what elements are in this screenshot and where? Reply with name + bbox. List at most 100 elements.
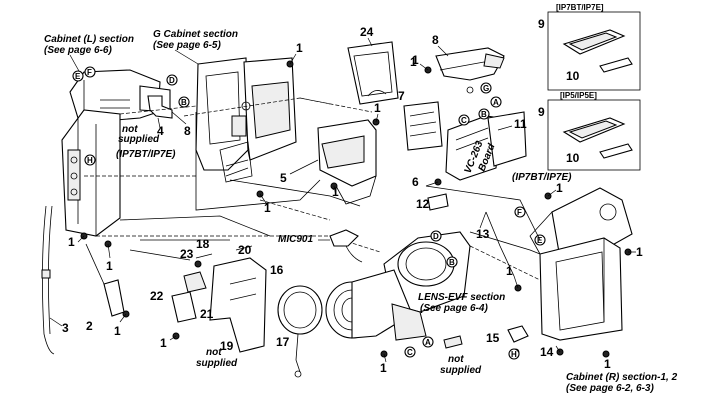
part-17-lens-cap <box>277 285 323 378</box>
ref-1-e: 1 <box>264 201 271 215</box>
ref-1-f: 1 <box>68 235 75 249</box>
ref-17: 17 <box>276 335 290 349</box>
svg-text:H: H <box>87 156 93 165</box>
not-supplied-c-1: not <box>448 354 464 365</box>
circle-markers: E F D B H G A B C F E D C A H B <box>72 66 546 360</box>
part-5-bracket <box>289 119 377 205</box>
ref-10-a: 10 <box>566 69 580 83</box>
ref-22: 22 <box>150 289 164 303</box>
ref-1-a: 1 <box>296 41 303 55</box>
lens-evf-part <box>325 231 471 341</box>
part-2-bracket <box>103 279 125 317</box>
ref-15: 15 <box>486 331 500 345</box>
not-supplied-c-2: supplied <box>440 365 482 376</box>
ref-5: 5 <box>280 171 287 185</box>
not-supplied-a-1: not <box>122 124 138 135</box>
ref-13: 13 <box>476 227 490 241</box>
marker-f-2: F <box>514 206 526 218</box>
ref-2: 2 <box>86 319 93 333</box>
marker-f-1: F <box>84 66 96 78</box>
marker-d-1: D <box>166 74 178 86</box>
ref-1-j: 1 <box>380 361 387 375</box>
ref-8-small: 8 <box>184 124 191 138</box>
svg-text:E: E <box>75 72 81 81</box>
marker-g-1: G <box>480 82 492 94</box>
svg-text:A: A <box>425 338 431 347</box>
ref-1-b: 1 <box>374 101 381 115</box>
ref-11: 11 <box>514 117 527 131</box>
lens-evf-label-1: LENS-EVF section <box>418 292 505 303</box>
ref-1-k: 1 <box>556 181 563 195</box>
marker-e-1: E <box>72 70 84 82</box>
ref-1-n: 1 <box>604 357 611 371</box>
not-supplied-b-1: not <box>206 347 222 358</box>
cabinet-r-part <box>529 187 633 341</box>
marker-c-2: C <box>404 346 416 358</box>
marker-h-1: H <box>84 154 96 166</box>
marker-b-1: B <box>178 96 190 108</box>
connector-lines <box>85 185 541 285</box>
screw-leaders <box>77 53 636 363</box>
cabinet-l-label-1: Cabinet (L) section <box>44 34 134 45</box>
ref-3: 3 <box>62 321 69 335</box>
svg-text:F: F <box>517 208 522 217</box>
not-supplied-b-2: supplied <box>196 358 238 369</box>
ip5-box <box>547 99 641 171</box>
svg-text:B: B <box>481 110 487 119</box>
ref-4: 4 <box>157 124 164 138</box>
svg-text:H: H <box>511 350 517 359</box>
ref-18: 18 <box>196 237 210 251</box>
ref-24: 24 <box>360 25 374 39</box>
marker-b-3: B <box>446 256 458 268</box>
svg-text:G: G <box>483 84 489 93</box>
svg-text:B: B <box>449 258 455 267</box>
ref-23: 23 <box>180 247 194 261</box>
cabinet-l-label-2: (See page 6-6) <box>44 45 112 56</box>
ip7bt-label-a: (IP7BT/IP7E) <box>116 149 176 160</box>
ref-6: 6 <box>412 175 419 189</box>
ip7bt-box-label: [IP7BT/IP7E] <box>556 3 604 12</box>
ref-1-l: 1 <box>506 264 513 278</box>
svg-text:F: F <box>87 68 92 77</box>
part-8 <box>435 47 505 94</box>
svg-text:D: D <box>433 232 439 241</box>
g-cabinet-part <box>195 57 297 183</box>
ref-1-d: 1 <box>332 185 339 199</box>
ip7bt-label-b: (IP7BT/IP7E) <box>512 172 572 183</box>
cabinet-g-label-1: G Cabinet section <box>153 29 238 40</box>
not-supplied-a-2: supplied <box>118 134 160 145</box>
ref-20: 20 <box>238 243 252 257</box>
ref-9-b: 9 <box>538 105 545 119</box>
svg-text:B: B <box>181 98 187 107</box>
cabinet-r-label-2: (See page 6-2, 6-3) <box>566 383 654 394</box>
marker-d-2: D <box>430 230 442 242</box>
svg-text:E: E <box>537 236 543 245</box>
mic901-label: MIC901 <box>278 234 313 245</box>
ref-19: 19 <box>220 339 234 353</box>
ref-1-c: 1 <box>412 53 419 67</box>
center-bracket-cluster <box>171 245 267 353</box>
svg-text:D: D <box>169 76 175 85</box>
ip5-box-label: [IP5/IP5E] <box>560 91 597 100</box>
cabinet-r-label-1: Cabinet (R) section-1, 2 <box>566 372 678 383</box>
ref-14: 14 <box>540 345 554 359</box>
marker-a-2: A <box>422 336 434 348</box>
mic901-part <box>329 229 363 263</box>
ref-1-m: 1 <box>636 245 643 259</box>
marker-h-2: H <box>508 348 520 360</box>
ref-1-i: 1 <box>160 336 167 350</box>
ref-8: 8 <box>432 33 439 47</box>
svg-text:C: C <box>461 116 467 125</box>
part-7-sheet <box>403 101 443 151</box>
ref-1-o: 1 <box>410 55 417 69</box>
marker-b-2: B <box>478 108 490 120</box>
ref-21: 21 <box>200 307 214 321</box>
ref-12: 12 <box>416 197 430 211</box>
ref-1-h: 1 <box>114 324 121 338</box>
ref-7: 7 <box>398 89 405 103</box>
ref-16: 16 <box>270 263 284 277</box>
ref-1-g: 1 <box>106 259 113 273</box>
vc263-board <box>445 111 527 181</box>
ref-10-b: 10 <box>566 151 580 165</box>
